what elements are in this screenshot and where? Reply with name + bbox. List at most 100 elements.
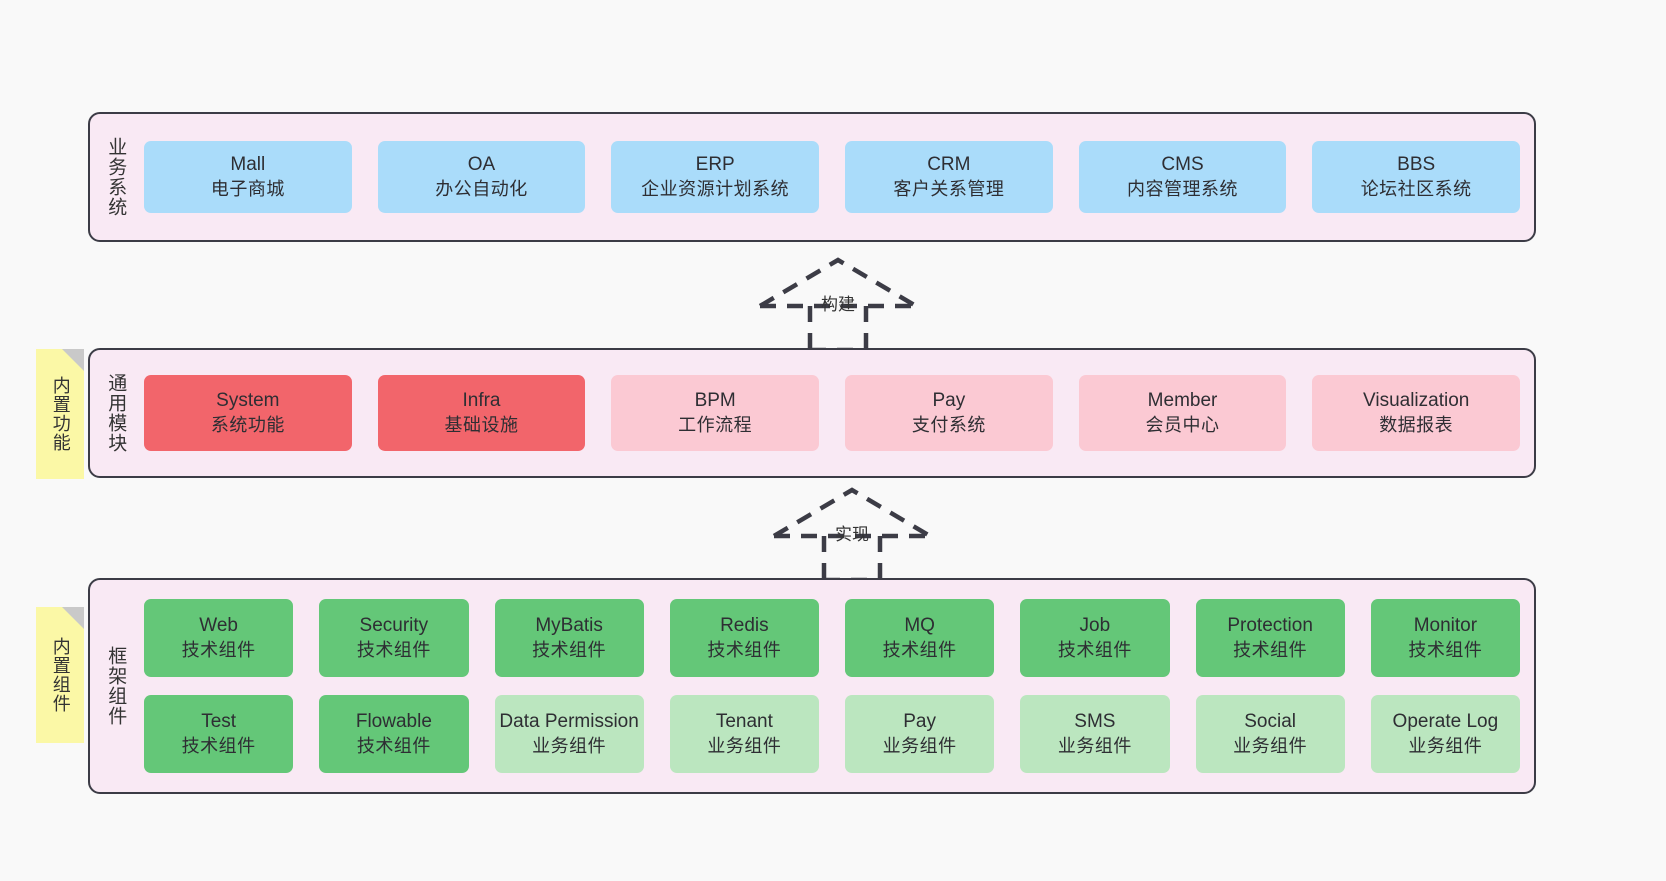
node-oa[interactable]: OA 办公自动化 — [377, 141, 586, 213]
node-title-cn: 技术组件 — [707, 639, 782, 660]
node-erp[interactable]: ERP 企业资源计划系统 — [611, 141, 820, 213]
node-title-en: Protection — [1227, 615, 1313, 637]
node-crm[interactable]: CRM 客户关系管理 — [845, 141, 1053, 213]
layer-body-business-system: Mall 电子商城 OA 办公自动化 ERP 企业资源计划系统 CRM 客户关系… — [140, 114, 1534, 240]
node-web[interactable]: Web 技术组件 — [144, 599, 294, 677]
node-title-en: Member — [1147, 390, 1218, 412]
layer-common-modules: 通用模块 System 系统功能 Infra 基础设施 BPM 工作流程 Pay — [88, 348, 1536, 478]
node-infra[interactable]: Infra 基础设施 — [377, 375, 586, 451]
node-security[interactable]: Security 技术组件 — [319, 599, 469, 677]
node-title-en: Pay — [932, 390, 966, 412]
node-title-cn: 技术组件 — [181, 735, 256, 756]
layer-title-business-system: 业务系统 — [105, 137, 127, 217]
node-title-cn: 技术组件 — [356, 735, 431, 756]
layer-title-framework-components: 框架组件 — [105, 646, 127, 726]
node-title-en: Pay — [903, 711, 936, 733]
node-title-en: Web — [199, 615, 238, 637]
node-title-en: BBS — [1397, 154, 1436, 176]
sticky-note-builtin-features: 内置功能 — [36, 349, 84, 479]
node-title-en: Data Permission — [499, 711, 639, 733]
node-social[interactable]: Social 业务组件 — [1195, 695, 1345, 773]
node-title-en: MQ — [904, 615, 935, 637]
layer-framework-components: 框架组件 Web 技术组件 Security 技术组件 MyBatis 技术组件… — [88, 578, 1536, 794]
layer-title-common-modules: 通用模块 — [105, 373, 127, 453]
node-title-cn: 支付系统 — [911, 414, 986, 435]
node-title-en: SMS — [1074, 711, 1116, 733]
node-title-cn: 内容管理系统 — [1127, 178, 1239, 199]
node-title-en: Flowable — [355, 711, 432, 733]
layer-row: Web 技术组件 Security 技术组件 MyBatis 技术组件 Redi… — [144, 599, 1520, 677]
node-title-cn: 工作流程 — [678, 414, 753, 435]
node-system[interactable]: System 系统功能 — [144, 375, 352, 451]
node-data-permission[interactable]: Data Permission 业务组件 — [494, 695, 644, 773]
node-title-en: CRM — [927, 154, 971, 176]
node-title-en: BPM — [694, 390, 736, 412]
node-title-cn: 技术组件 — [1233, 639, 1308, 660]
node-bbs[interactable]: BBS 论坛社区系统 — [1312, 141, 1521, 213]
node-title-cn: 基础设施 — [444, 414, 519, 435]
node-title-cn: 会员中心 — [1145, 414, 1220, 435]
node-mall[interactable]: Mall 电子商城 — [144, 141, 352, 213]
node-mybatis[interactable]: MyBatis 技术组件 — [494, 599, 644, 677]
node-title-en: Job — [1079, 615, 1111, 637]
node-bpm[interactable]: BPM 工作流程 — [611, 375, 820, 451]
node-title-cn: 业务组件 — [532, 735, 607, 756]
node-title-cn: 技术组件 — [532, 639, 607, 660]
connector-build: 构建 — [748, 256, 928, 352]
node-title-cn: 业务组件 — [707, 735, 782, 756]
node-mq[interactable]: MQ 技术组件 — [845, 599, 995, 677]
node-title-en: Social — [1244, 711, 1296, 733]
node-title-en: Test — [201, 711, 237, 733]
node-title-en: Mall — [230, 154, 266, 176]
layer-row: System 系统功能 Infra 基础设施 BPM 工作流程 Pay 支付系统… — [144, 375, 1521, 451]
node-title-en: Operate Log — [1392, 711, 1499, 733]
node-title-cn: 系统功能 — [210, 414, 285, 435]
node-title-en: Visualization — [1363, 390, 1470, 412]
node-title-en: Security — [359, 615, 429, 637]
node-title-cn: 技术组件 — [1057, 639, 1132, 660]
sticky-note-label: 内置组件 — [50, 637, 71, 713]
node-title-cn: 企业资源计划系统 — [641, 178, 790, 199]
layer-row: Mall 电子商城 OA 办公自动化 ERP 企业资源计划系统 CRM 客户关系… — [144, 141, 1521, 213]
node-tenant[interactable]: Tenant 业务组件 — [669, 695, 819, 773]
node-protection[interactable]: Protection 技术组件 — [1195, 599, 1345, 677]
realization-arrow-icon — [772, 487, 932, 582]
node-title-en: MyBatis — [535, 615, 603, 637]
sticky-note-builtin-components: 内置组件 — [36, 607, 84, 743]
node-test[interactable]: Test 技术组件 — [144, 695, 294, 773]
node-redis[interactable]: Redis 技术组件 — [669, 599, 819, 677]
realization-arrow-icon — [758, 257, 918, 352]
node-title-cn: 业务组件 — [882, 735, 957, 756]
node-job[interactable]: Job 技术组件 — [1020, 599, 1170, 677]
node-sms[interactable]: SMS 业务组件 — [1020, 695, 1170, 773]
node-operate-log[interactable]: Operate Log 业务组件 — [1370, 695, 1520, 773]
node-title-en: OA — [467, 154, 496, 176]
node-pay[interactable]: Pay 支付系统 — [845, 375, 1053, 451]
node-title-cn: 技术组件 — [882, 639, 957, 660]
node-title-cn: 业务组件 — [1057, 735, 1132, 756]
node-pay-component[interactable]: Pay 业务组件 — [845, 695, 995, 773]
node-title-cn: 业务组件 — [1408, 735, 1483, 756]
node-title-en: Infra — [462, 390, 501, 412]
node-title-en: Monitor — [1413, 615, 1478, 637]
layer-row: Test 技术组件 Flowable 技术组件 Data Permission … — [144, 695, 1520, 773]
node-title-cn: 数据报表 — [1379, 414, 1454, 435]
sticky-note-label: 内置功能 — [50, 376, 71, 452]
node-cms[interactable]: CMS 内容管理系统 — [1078, 141, 1287, 213]
connector-realize: 实现 — [762, 486, 942, 582]
node-title-en: System — [216, 390, 280, 412]
node-title-cn: 业务组件 — [1233, 735, 1308, 756]
node-visualization[interactable]: Visualization 数据报表 — [1312, 375, 1521, 451]
node-title-cn: 技术组件 — [356, 639, 431, 660]
node-monitor[interactable]: Monitor 技术组件 — [1370, 599, 1520, 677]
node-title-en: CMS — [1161, 154, 1204, 176]
node-title-en: Redis — [720, 615, 769, 637]
node-title-cn: 办公自动化 — [435, 178, 528, 199]
node-flowable[interactable]: Flowable 技术组件 — [319, 695, 469, 773]
node-member[interactable]: Member 会员中心 — [1078, 375, 1287, 451]
node-title-cn: 电子商城 — [210, 178, 285, 199]
layer-business-system: 业务系统 Mall 电子商城 OA 办公自动化 ERP 企业资源计划系统 CRM — [88, 112, 1536, 242]
layer-body-framework-components: Web 技术组件 Security 技术组件 MyBatis 技术组件 Redi… — [140, 580, 1534, 792]
node-title-cn: 技术组件 — [181, 639, 256, 660]
